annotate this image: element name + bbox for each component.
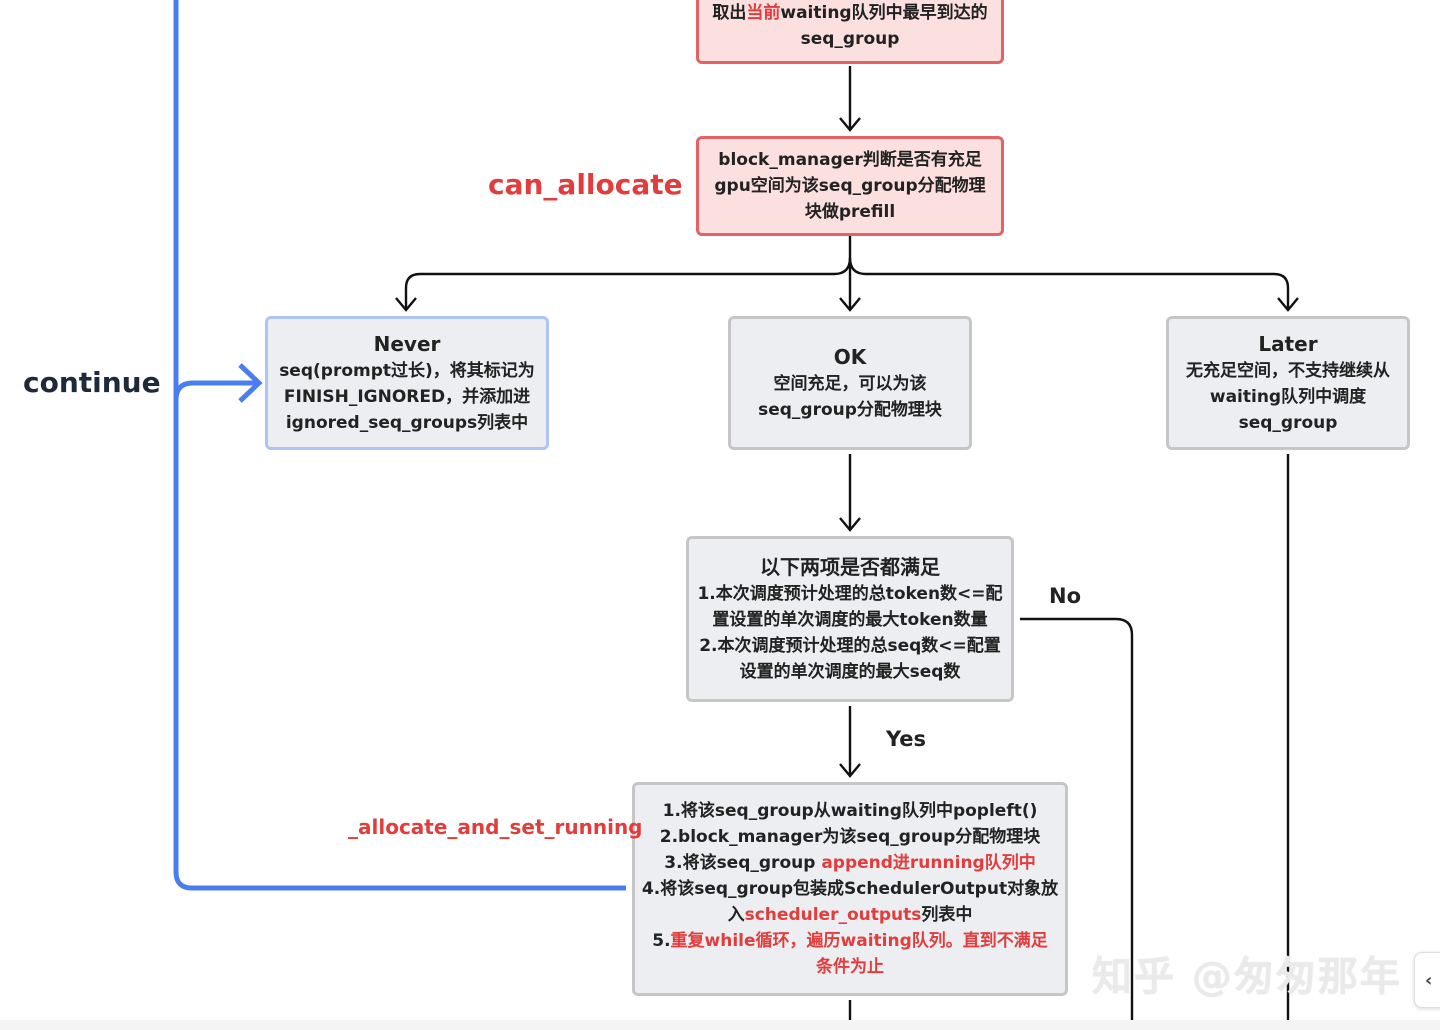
arrowhead-cond <box>839 517 861 532</box>
node-text-line: seq(prompt过长)，将其标记为 <box>279 358 535 384</box>
node-text-line: 5.重复while循环，遍历waiting队列。直到不满足 <box>652 928 1048 954</box>
node-text-line: seq_group分配物理块 <box>758 397 942 423</box>
node-text-line: seq_group <box>801 26 900 52</box>
node-title: Never <box>373 332 441 356</box>
text-segment: FINISH_IGNORED，并添加进 <box>283 387 531 407</box>
text-segment: 2.block_manager为该seq_group分配物理块 <box>659 827 1041 847</box>
text-segment: seq_group <box>800 29 900 49</box>
node-text-line: FINISH_IGNORED，并添加进 <box>284 384 530 410</box>
arrow-check-to-never <box>404 257 852 308</box>
node-title: OK <box>833 345 867 369</box>
highlighted-text: 重复while循环，遍历waiting队列。直到不满足 <box>670 931 1048 951</box>
text-segment: gpu空间为该seq_group分配物理 <box>714 176 986 196</box>
node-ok: OK 空间充足，可以为该 seq_group分配物理块 <box>728 316 972 450</box>
continue-branch-line <box>173 380 256 401</box>
text-segment: 入 <box>727 905 745 925</box>
chevron-left-icon: ‹ <box>1425 969 1433 991</box>
node-text-line: 空间充足，可以为该 <box>774 371 927 397</box>
node-title: 以下两项是否都满足 <box>760 555 940 579</box>
arrowhead-ok <box>839 297 861 312</box>
node-text-line: 1.本次调度预计处理的总token数<=配 <box>697 581 1002 607</box>
node-text-line: 取出当前waiting队列中最早到达的 <box>712 0 987 26</box>
text-segment: 取出 <box>712 3 747 23</box>
node-text-line: 置设置的单次调度的最大token数量 <box>712 607 987 633</box>
node-text-line: 设置的单次调度的最大seq数 <box>740 659 961 685</box>
text-segment: 2.本次调度预计处理的总seq数<=配置 <box>699 636 1001 656</box>
text-segment: 空间充足，可以为该 <box>773 374 927 394</box>
node-text-line: 1.将该seq_group从waiting队列中popleft() <box>663 798 1038 824</box>
node-text-line: ignored_seq_groups列表中 <box>286 410 528 436</box>
node-text-line: seq_group <box>1239 410 1338 436</box>
arrow-cond-no <box>1020 617 1134 1030</box>
text-segment: waiting队列中调度 <box>1209 387 1367 407</box>
node-text-line: 条件为止 <box>816 954 884 980</box>
text-segment: 1.将该seq_group从waiting队列中popleft() <box>662 801 1038 821</box>
highlighted-text: scheduler_outputs <box>744 905 922 925</box>
node-text-line: 2.block_manager为该seq_group分配物理块 <box>660 824 1041 850</box>
node-title: Later <box>1258 332 1318 356</box>
node-never: Never seq(prompt过长)，将其标记为 FINISH_IGNORED，并… <box>265 316 549 450</box>
node-allocate-and-set-running: 1.将该seq_group从waiting队列中popleft() 2.block… <box>632 782 1068 996</box>
node-text-line: gpu空间为该seq_group分配物理 <box>714 173 985 199</box>
label-no: No <box>1049 584 1082 608</box>
node-text-line: 入scheduler_outputs列表中 <box>728 902 973 928</box>
label-yes: Yes <box>886 727 927 751</box>
node-text-line: 3.将该seq_group append进running队列中 <box>664 850 1035 876</box>
text-segment: seq_group分配物理块 <box>758 400 942 420</box>
arrowhead-never <box>395 297 417 312</box>
node-fetch-seq-group: 取出当前waiting队列中最早到达的 seq_group <box>696 0 1004 64</box>
text-segment: 置设置的单次调度的最大token数量 <box>712 610 988 630</box>
node-can-allocate-check: block_manager判断是否有充足 gpu空间为该seq_group分配物理… <box>696 136 1004 236</box>
node-text-line: 块做prefill <box>805 199 895 225</box>
text-segment: block_manager判断是否有充足 <box>718 150 982 170</box>
text-segment: seq_group <box>1238 413 1338 433</box>
text-segment: 列表中 <box>921 905 973 925</box>
side-panel-toggle-button[interactable]: ‹ <box>1414 952 1440 1008</box>
label-can-allocate: can_allocate <box>488 168 683 201</box>
continue-arrowhead <box>238 363 263 403</box>
text-segment: ignored_seq_groups列表中 <box>285 413 529 433</box>
node-condition: 以下两项是否都满足 1.本次调度预计处理的总token数<=配置设置的单次调度的最… <box>686 536 1014 702</box>
node-text-line: 4.将该seq_group包装成SchedulerOutput对象放 <box>642 876 1058 902</box>
zhihu-watermark: 知乎 @匆匆那年 <box>1092 954 1402 1000</box>
highlighted-text: append进running队列中 <box>821 853 1036 873</box>
bottom-edge <box>0 1020 1440 1030</box>
node-text-line: 无充足空间，不支持继续从 <box>1186 358 1390 384</box>
text-segment: 4.将该seq_group包装成SchedulerOutput对象放 <box>641 879 1059 899</box>
text-segment: 设置的单次调度的最大seq数 <box>739 662 961 682</box>
highlighted-text: 当前 <box>746 3 781 23</box>
highlighted-text: 条件为止 <box>816 957 884 977</box>
arrowhead-alloc <box>839 763 861 778</box>
text-segment: seq(prompt过长)，将其标记为 <box>279 361 535 381</box>
text-segment: 3.将该seq_group <box>664 853 822 873</box>
arrowhead-check <box>839 117 861 132</box>
label-continue: continue <box>23 366 161 399</box>
node-text-line: block_manager判断是否有充足 <box>718 147 981 173</box>
node-text-line: waiting队列中调度 <box>1210 384 1366 410</box>
text-segment: 1.本次调度预计处理的总token数<=配 <box>697 584 1003 604</box>
arrowhead-later <box>1277 297 1299 312</box>
text-segment: waiting队列中最早到达的 <box>780 3 988 23</box>
label-allocate-and-set-running: _allocate_and_set_running <box>348 815 643 839</box>
text-segment: 5. <box>652 931 671 951</box>
node-later: Later 无充足空间，不支持继续从 waiting队列中调度 seq_group <box>1166 316 1410 450</box>
text-segment: 无充足空间，不支持继续从 <box>1186 361 1390 381</box>
continue-loop-line <box>173 0 626 891</box>
arrow-check-to-later <box>848 257 1290 308</box>
text-segment: 块做prefill <box>804 202 896 222</box>
node-text-line: 2.本次调度预计处理的总seq数<=配置 <box>699 633 1001 659</box>
